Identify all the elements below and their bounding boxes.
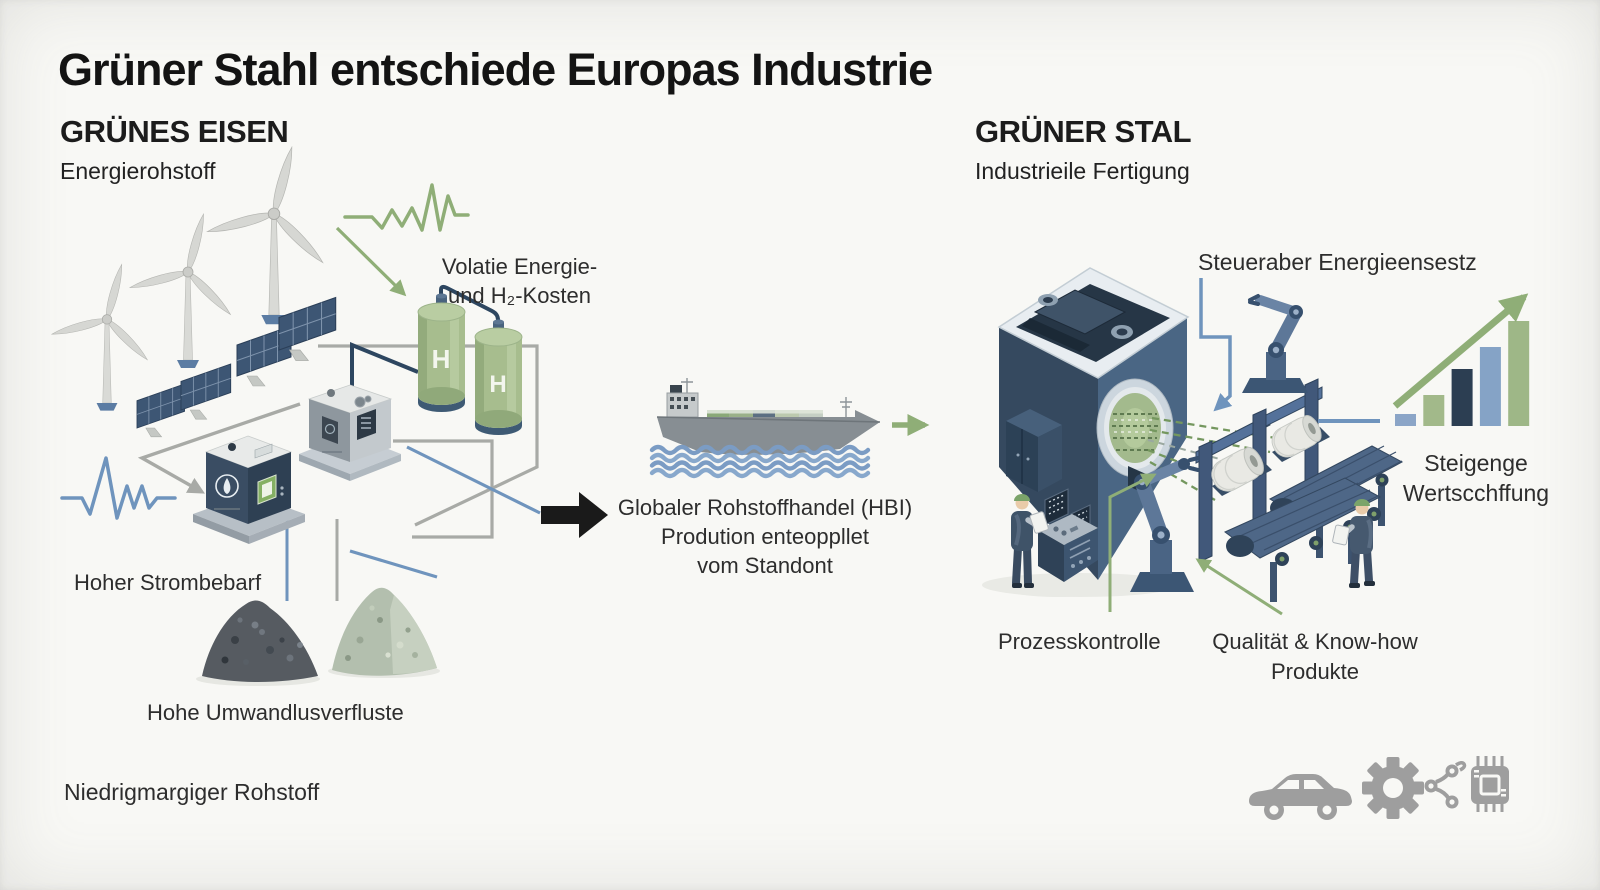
- power-line-green-zigzag: [343, 183, 470, 232]
- worker-console: [1011, 494, 1049, 588]
- power-line-blue-zigzag: [60, 456, 177, 520]
- label-volatile-costs-line2: und H₂-Kosten: [447, 283, 592, 308]
- growth-arrow-icon: [1392, 293, 1529, 409]
- label-volatile-costs-line1: Volatie Energie-: [441, 254, 598, 279]
- worker-tablet: [1332, 499, 1375, 588]
- right-section-heading: GRÜNER STAL: [975, 114, 1192, 149]
- flow-arrow-icon: [541, 492, 608, 538]
- label-rising-value: Steigenge Wertscchffung: [1385, 448, 1567, 508]
- wind-turbines: [50, 145, 327, 412]
- electrolyzer-gray: [299, 384, 401, 481]
- ore-pile-dark: [196, 600, 320, 686]
- ore-pile-light: [328, 587, 440, 678]
- label-energy-control: Steueraber Energieensestz: [1198, 249, 1477, 275]
- left-section-subheading: Energierohstoff: [60, 158, 216, 184]
- robot-arm-top: [1242, 294, 1308, 393]
- wind-turbine-icon: [128, 212, 234, 369]
- label-process-control: Prozesskontrolle: [998, 629, 1161, 654]
- furnace: [997, 267, 1190, 580]
- chart-bar: [1395, 414, 1416, 426]
- right-section-subheading: Industrieile Fertigung: [975, 158, 1190, 184]
- car-icon: [1249, 774, 1352, 820]
- process-arrow: [1108, 473, 1157, 612]
- solar-panel-icon: [136, 383, 185, 438]
- label-rising-value-line1: Steigenge: [1424, 450, 1528, 476]
- label-quality-line2: Produkte: [1270, 659, 1360, 684]
- network-icon: [1424, 760, 1467, 809]
- label-low-margin: Niedrigmargiger Rohstoff: [64, 779, 320, 805]
- chart-bar: [1451, 369, 1473, 426]
- label-quality: Qualität & Know-how Produkte: [1195, 627, 1435, 687]
- quality-arrow: [1195, 558, 1283, 616]
- steuer-arrow: [1199, 278, 1233, 412]
- label-rising-value-line2: Wertscchffung: [1402, 480, 1550, 506]
- wind-turbine-icon: [205, 145, 327, 325]
- solar-panel-icon: [180, 363, 232, 420]
- chart-bar: [1508, 321, 1530, 426]
- volatility-arrow: [335, 226, 407, 297]
- tank-letter: H: [432, 344, 451, 374]
- page-title: Grüner Stahl entschiede Europas Industri…: [58, 44, 933, 95]
- waves: [649, 444, 871, 479]
- chip-icon: [1471, 756, 1509, 812]
- chart-bar: [1479, 347, 1501, 426]
- chart-bar: [1423, 395, 1445, 426]
- footer-icons: [1249, 756, 1509, 820]
- label-quality-line1: Qualität & Know-how: [1212, 629, 1418, 654]
- value-chart: [1318, 293, 1530, 426]
- label-global-trade-line3: vom Standont: [697, 553, 833, 578]
- solar-panels: [136, 296, 337, 438]
- tank-letter: H: [489, 371, 506, 398]
- gear-icon: [1362, 757, 1424, 819]
- steel-coils: [1205, 411, 1330, 497]
- left-section-heading: GRÜNES EISEN: [60, 114, 289, 149]
- label-volatile-costs: Volatie Energie- und H₂-Kosten: [422, 252, 617, 310]
- label-conversion-losses: Hohe Umwandlusverfluste: [147, 700, 404, 725]
- control-console: [1006, 488, 1110, 597]
- label-global-trade-line2: Prodution enteoppllet: [661, 524, 869, 549]
- cargo-ship: [656, 378, 881, 455]
- robot-arm-center: [1130, 456, 1200, 592]
- label-global-trade: Globaler Rohstoffhandel (HBI) Prodution …: [605, 493, 925, 580]
- gray-flow-arrow: [137, 402, 301, 494]
- value-chart-bars: [1395, 321, 1530, 426]
- label-power-demand: Hoher Strombebarf: [74, 570, 262, 595]
- electrolyzer-dark: [193, 435, 305, 544]
- h2-tank-2: H: [474, 319, 523, 435]
- h2-tank-1: H: [417, 293, 466, 412]
- label-global-trade-line1: Globaler Rohstoffhandel (HBI): [617, 495, 913, 520]
